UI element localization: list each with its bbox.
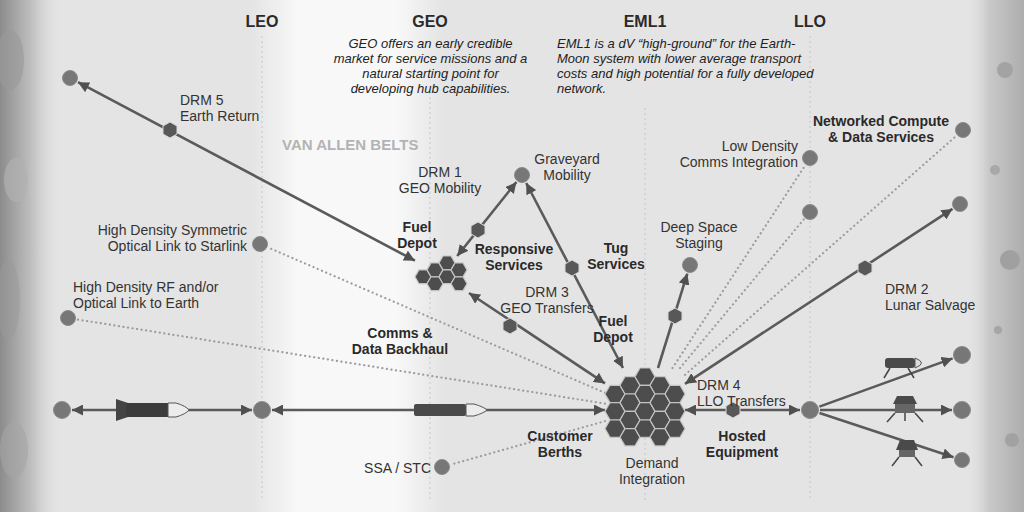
orbit-node [953, 401, 971, 419]
node-label: High Density RF and/or Optical Link to E… [73, 279, 245, 311]
orbit-node [253, 401, 271, 419]
earth-limb [0, 0, 62, 512]
orbit-node [62, 70, 78, 86]
lander-icon [892, 440, 922, 466]
orbit-node [954, 452, 970, 468]
annotation-note: EML1 is a dV “high-ground” for the Earth… [557, 36, 815, 96]
service-label: Hosted Equipment [700, 428, 784, 460]
lander-icon [884, 358, 922, 378]
node-label: SSA / STC [351, 460, 431, 476]
hub-honeycomb [605, 368, 685, 452]
data-link [268, 248, 605, 393]
orbit-node: High Density RF and/or Optical Link to E… [60, 310, 76, 326]
node-label: High Density Symmetric Optical Link to S… [87, 222, 247, 254]
mission-label: DRM 3 GEO Transfers [497, 284, 597, 316]
transfer-arrow [820, 409, 952, 412]
node-label: Demand Integration [612, 455, 692, 487]
mission-hexagon [668, 308, 682, 324]
transfer-arrow [820, 413, 954, 457]
mission-label: Tug Services [585, 240, 647, 272]
mission-hexagon [503, 318, 517, 334]
mission-hexagon [858, 260, 872, 276]
mission-hexagon [471, 222, 485, 238]
mission-hexagon [565, 260, 579, 276]
moon-limb [965, 0, 1024, 512]
data-link [77, 319, 605, 403]
service-label: Customer Berths [518, 428, 602, 460]
transfer-arrow [658, 274, 687, 368]
service-label: Comms & Data Backhaul [340, 325, 460, 357]
node-label: Deep Space Staging [659, 219, 739, 251]
node-label: Networked Compute & Data Services [801, 113, 961, 145]
hub-cluster: Fuel DepotDemand Integration [605, 368, 685, 452]
hub-cluster: Fuel Depot [415, 256, 469, 294]
tank-icon [414, 404, 487, 416]
orbit-node [801, 401, 819, 419]
transfer-arrow [78, 82, 415, 261]
rocket-icon [116, 399, 189, 421]
orbit-node [953, 346, 971, 364]
mission-hexagon [163, 122, 177, 138]
orbit-node [802, 204, 818, 220]
orbit-node: Low Density Comms Integration [802, 150, 818, 166]
orbit-node: Networked Compute & Data Services [955, 122, 971, 138]
transfer-arrow [685, 409, 800, 412]
annotation-note: GEO offers an early credible market for … [333, 36, 528, 96]
mission-label: DRM 4 LLO Transfers [697, 377, 797, 409]
data-link [451, 421, 605, 464]
orbit-heading: GEO [405, 13, 455, 31]
mission-label: DRM 2 Lunar Salvage [885, 281, 985, 313]
mission-label: DRM 5 Earth Return [180, 92, 280, 124]
node-label: Fuel Depot [392, 219, 442, 251]
transfer-arrow [819, 358, 952, 406]
service-label: VAN ALLEN BELTS [282, 137, 452, 153]
orbit-node: Graveyard Mobility [514, 167, 530, 183]
orbit-heading: LLO [785, 13, 835, 31]
data-link [673, 166, 806, 369]
orbit-node: Deep Space Staging [682, 257, 698, 273]
lander-icon [887, 396, 923, 422]
data-link [685, 136, 956, 375]
orbit-node [952, 196, 968, 212]
mission-label: DRM 1 GEO Mobility [392, 164, 488, 196]
service-label: Responsive Services [468, 241, 560, 273]
node-label: Graveyard Mobility [531, 151, 603, 183]
orbit-node: SSA / STC [434, 459, 450, 475]
hub-honeycomb [415, 256, 469, 294]
orbit-column-lines [262, 36, 810, 500]
node-label: Fuel Depot [588, 313, 638, 345]
orbit-node: High Density Symmetric Optical Link to S… [252, 236, 268, 252]
orbit-heading: LEO [237, 13, 287, 31]
orbit-node [53, 401, 71, 419]
mission-hexagons [163, 122, 872, 418]
orbit-heading: EML1 [620, 13, 670, 31]
node-label: Low Density Comms Integration [671, 138, 798, 170]
